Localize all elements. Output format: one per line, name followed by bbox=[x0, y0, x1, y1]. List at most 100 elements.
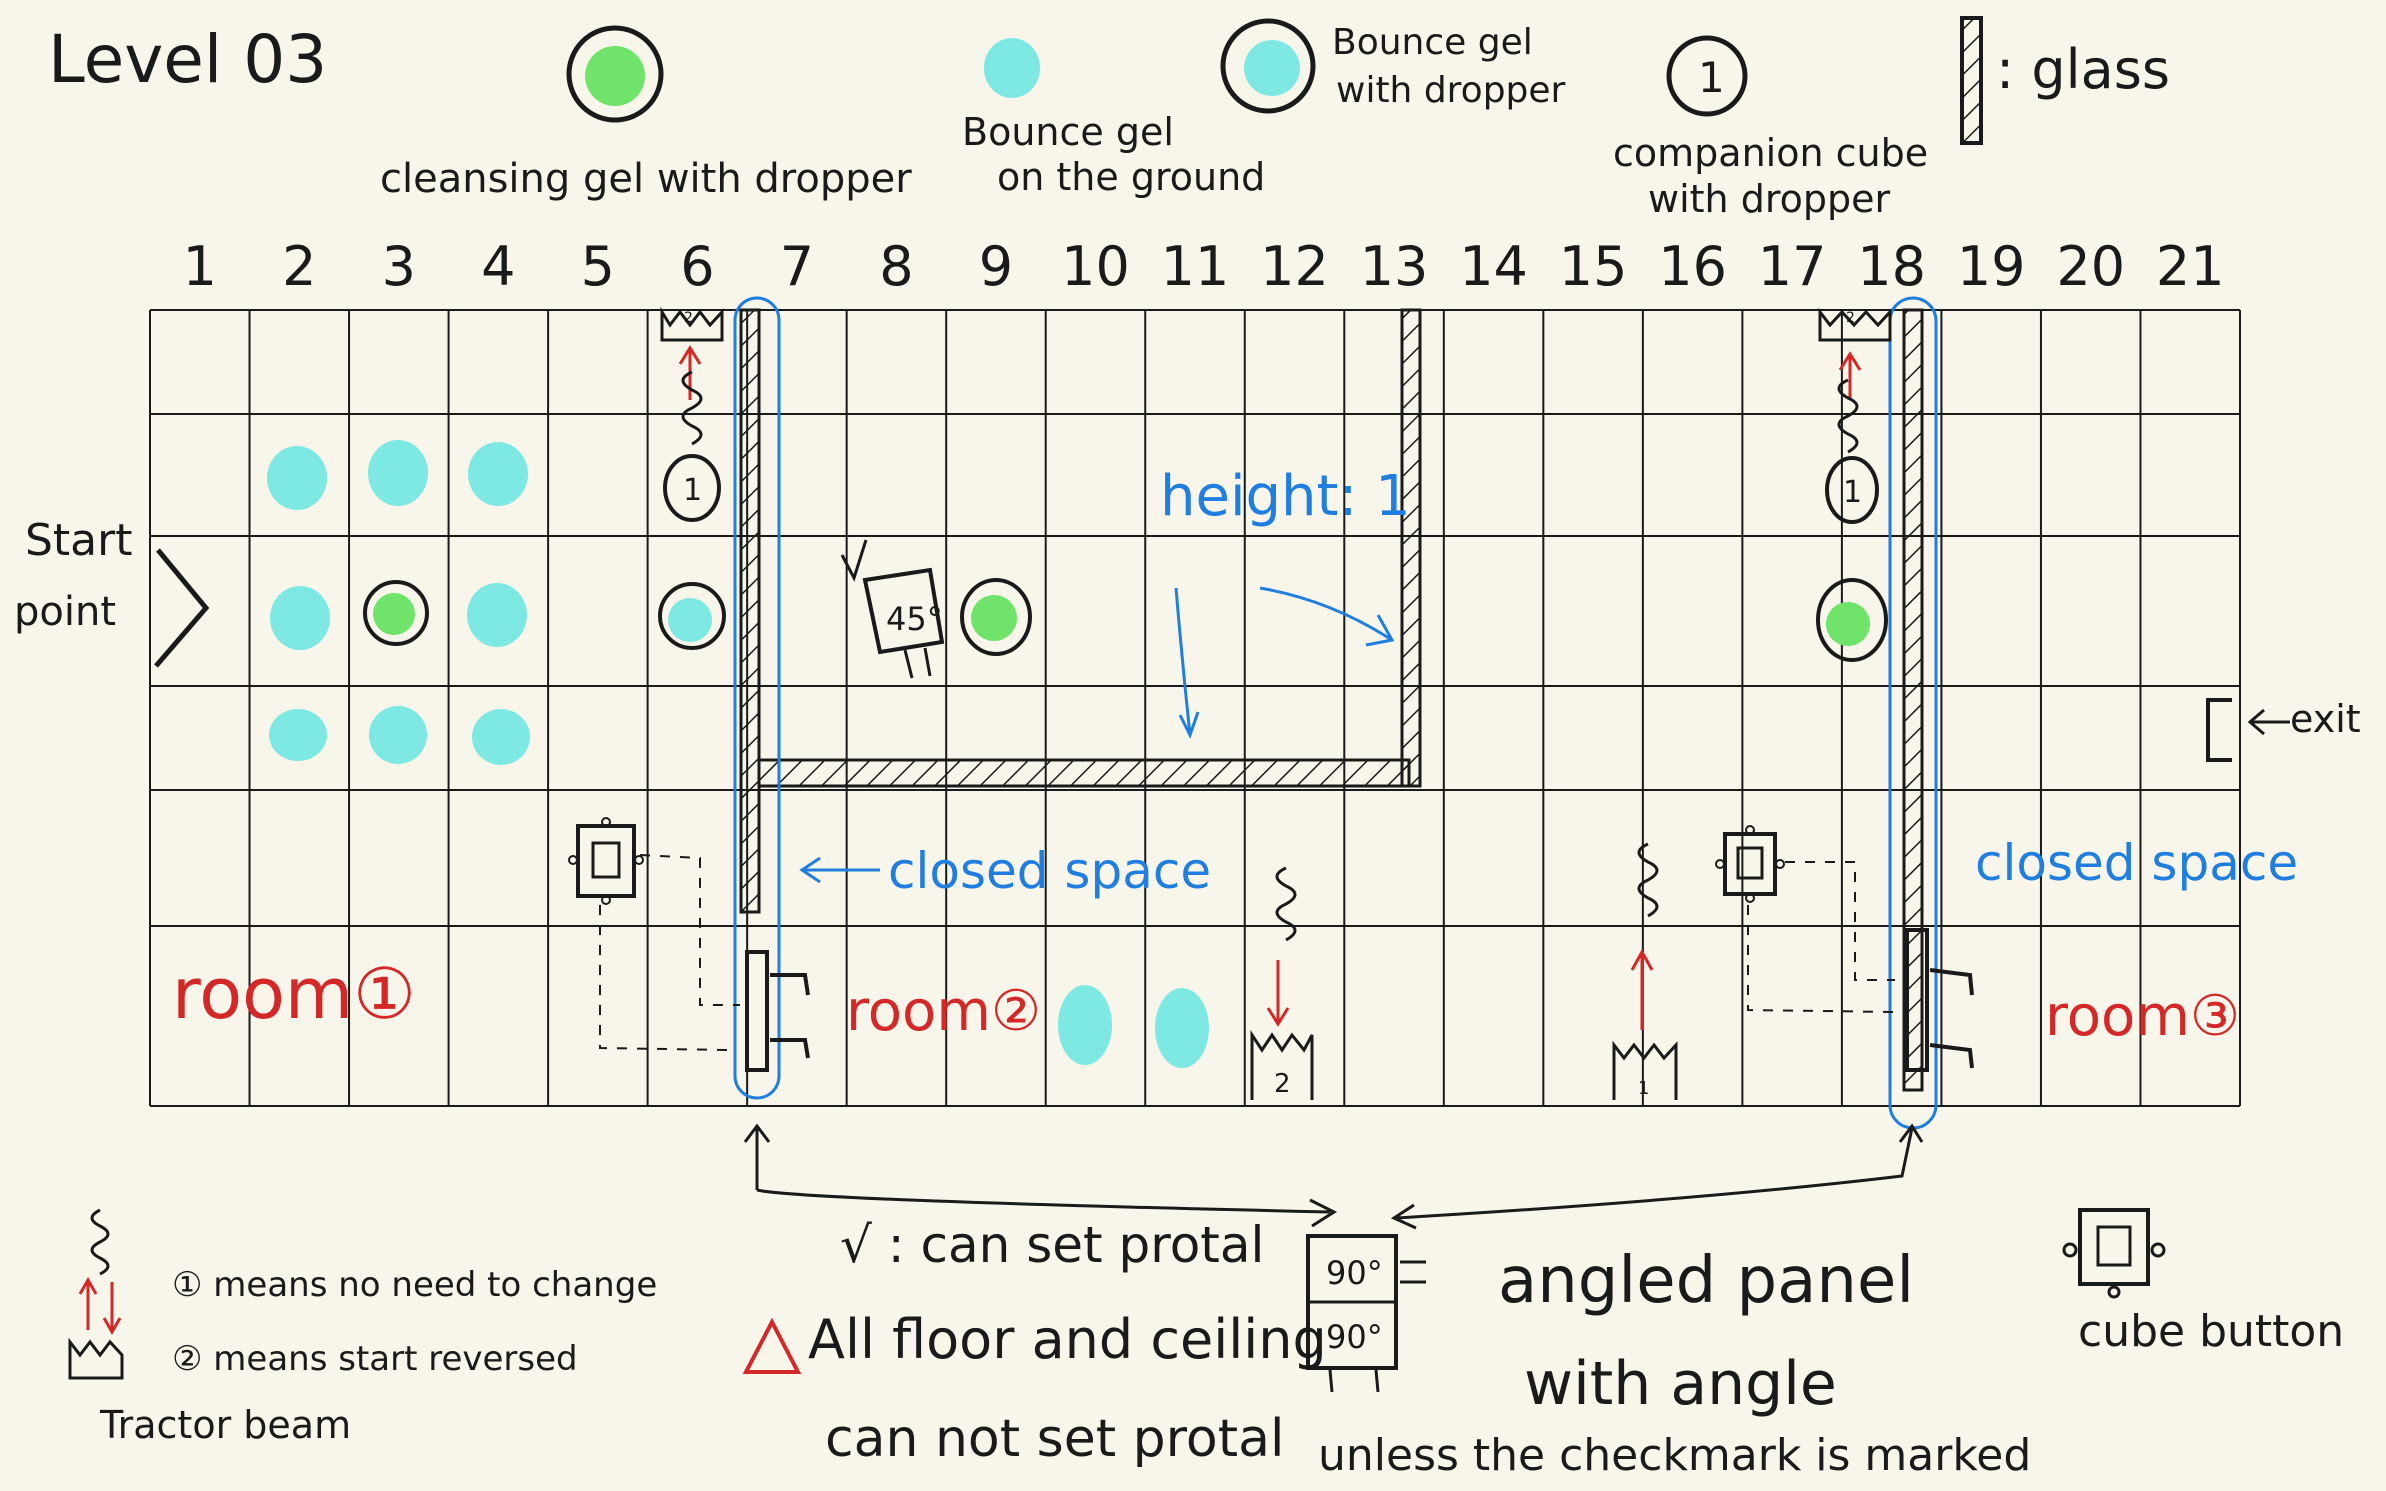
beam-number-bottom-right: 1 bbox=[1638, 1078, 1649, 1099]
tractor-beam-col12: 2 bbox=[1250, 866, 1314, 1100]
column-number: 1 bbox=[183, 235, 217, 298]
cube-button-label: cube button bbox=[2078, 1306, 2344, 1357]
tractor-beam-emitter-icon bbox=[1250, 1030, 1314, 1100]
cube-buttons bbox=[568, 817, 1896, 1051]
dropper-ring-icon bbox=[1220, 18, 1316, 114]
legend-companion-cube: 1 companion cube with dropper bbox=[1613, 35, 1928, 221]
wall-panel-bracket-icon bbox=[770, 973, 810, 1059]
tractor-beam-coil-icon bbox=[90, 1208, 110, 1276]
column-number: 5 bbox=[581, 235, 615, 298]
height-arrow-icon bbox=[1174, 587, 1200, 739]
tractor-beam-coil-icon bbox=[1837, 378, 1859, 454]
dropper-cells bbox=[363, 578, 1888, 662]
bounce-gel-icon bbox=[472, 709, 530, 765]
tractor-beam-coil-icon bbox=[681, 370, 703, 446]
angled-panel-label-2: with angle bbox=[1524, 1349, 1837, 1419]
glass-walls bbox=[739, 308, 1924, 1092]
column-number: 3 bbox=[382, 235, 416, 298]
dropper-ring-icon bbox=[960, 578, 1032, 656]
column-number: 12 bbox=[1260, 235, 1329, 298]
tractor-beam-legend: ① means no need to change ② means start … bbox=[68, 1208, 657, 1447]
tractor-beam-coil-icon bbox=[1637, 842, 1659, 918]
room1-label: room① bbox=[172, 953, 416, 1035]
tractor-beam-emitter-icon bbox=[1818, 307, 1892, 342]
glass-wall-col19 bbox=[1902, 308, 1924, 1092]
legend-bounce-ground-line1: Bounce gel bbox=[962, 110, 1174, 154]
column-number: 6 bbox=[680, 235, 714, 298]
bounce-gel-icon bbox=[1058, 985, 1112, 1065]
column-number: 19 bbox=[1957, 235, 2026, 298]
beam-arrow-up-icon bbox=[1838, 351, 1862, 398]
floor-ceiling-note-1: All floor and ceiling bbox=[808, 1308, 1327, 1371]
beam-number-top-right: 2 bbox=[1846, 310, 1855, 326]
wall-panel-bracket-icon bbox=[1929, 968, 1974, 1069]
bounce-dropper-col6 bbox=[658, 582, 726, 650]
tractor-beam-coil-icon bbox=[1275, 866, 1297, 942]
legend-companion-line2: with dropper bbox=[1648, 177, 1890, 221]
dropper-ring-icon bbox=[1816, 578, 1888, 662]
closed-space-label-2: closed space bbox=[1975, 834, 2298, 892]
bounce-gel-icon bbox=[984, 38, 1040, 98]
bounce-gel-icon bbox=[369, 706, 427, 764]
cube-button-inner bbox=[2096, 1225, 2132, 1267]
panel-bracket-icon bbox=[1328, 1260, 1426, 1393]
closed-space-arrow-icon bbox=[799, 856, 880, 884]
companion-cube-number: 1 bbox=[1698, 53, 1725, 102]
angled-panel-legend: 90° 90° angled panel with angle bbox=[1306, 1234, 1914, 1419]
beam-arrow-up-icon bbox=[678, 345, 702, 400]
beam-number-bottom-mid: 2 bbox=[1274, 1069, 1291, 1099]
button-wire bbox=[599, 854, 740, 1051]
cube-button-col17 bbox=[1715, 825, 1896, 1013]
button-dot-icon bbox=[601, 895, 611, 905]
cube-button-col5 bbox=[568, 817, 740, 1051]
bounce-gel-icon bbox=[468, 442, 528, 506]
tractor-beam-emitter-icon bbox=[660, 306, 724, 342]
button-wire bbox=[1747, 861, 1896, 1013]
exit-label: exit bbox=[2290, 697, 2361, 741]
button-dot-icon bbox=[1775, 859, 1785, 869]
height-arrow-icon-2 bbox=[1259, 586, 1395, 647]
cube-button-icon bbox=[2078, 1208, 2150, 1286]
cleansing-gel-icon bbox=[373, 593, 415, 635]
bounce-gel-icon bbox=[1244, 40, 1300, 96]
legend-bounce-dropper-line1: Bounce gel bbox=[1332, 22, 1533, 63]
panel-angle-top: 90° bbox=[1326, 1254, 1383, 1292]
button-dot-icon bbox=[601, 817, 611, 827]
column-number: 4 bbox=[481, 235, 515, 298]
cube-button-legend: cube button bbox=[2062, 1208, 2344, 1357]
cube-button-inner bbox=[1736, 846, 1764, 880]
checkmark-icon bbox=[840, 539, 868, 582]
bounce-gel-icon bbox=[269, 709, 327, 761]
dropper-ring-icon bbox=[566, 25, 664, 123]
height-label: height: 1 bbox=[1160, 464, 1411, 529]
room3-label: room③ bbox=[2045, 984, 2240, 1049]
closed-space-label-1: closed space bbox=[888, 842, 1211, 900]
cube-number-right: 1 bbox=[1843, 475, 1862, 510]
cleansing-gel-icon bbox=[585, 46, 645, 106]
angled-panel-45: 45° bbox=[840, 539, 945, 679]
floor-ceiling-note-2: can not set protal bbox=[825, 1409, 1284, 1469]
column-number: 20 bbox=[2056, 235, 2125, 298]
column-number: 21 bbox=[2156, 235, 2225, 298]
room2-label: room② bbox=[846, 979, 1041, 1044]
glass-wall-col7 bbox=[739, 308, 761, 914]
beam-note-1: ① means no need to change bbox=[172, 1265, 657, 1305]
beam-note-2: ② means start reversed bbox=[172, 1339, 578, 1379]
portal-link-arrows bbox=[743, 1123, 1924, 1230]
column-number: 2 bbox=[282, 235, 316, 298]
dropper-ring-icon bbox=[658, 582, 726, 650]
glass-icon bbox=[1960, 16, 1983, 145]
legend-bounce-gel-ground: Bounce gel on the ground bbox=[962, 38, 1265, 199]
button-dot-icon bbox=[1745, 893, 1755, 903]
bounce-gel-icon bbox=[270, 586, 330, 650]
panel-leg-icon bbox=[903, 647, 932, 679]
tractor-beam-emitter-icon bbox=[68, 1337, 124, 1380]
column-number: 17 bbox=[1758, 235, 1827, 298]
bottom-tractor-beams: 2 1 bbox=[1250, 842, 1678, 1100]
cleansing-dropper-col9 bbox=[960, 578, 1032, 656]
legend-bounce-gel-dropper: Bounce gel with dropper bbox=[1220, 18, 1566, 114]
button-dot-icon bbox=[2062, 1242, 2078, 1258]
button-dot-icon bbox=[1745, 825, 1755, 835]
